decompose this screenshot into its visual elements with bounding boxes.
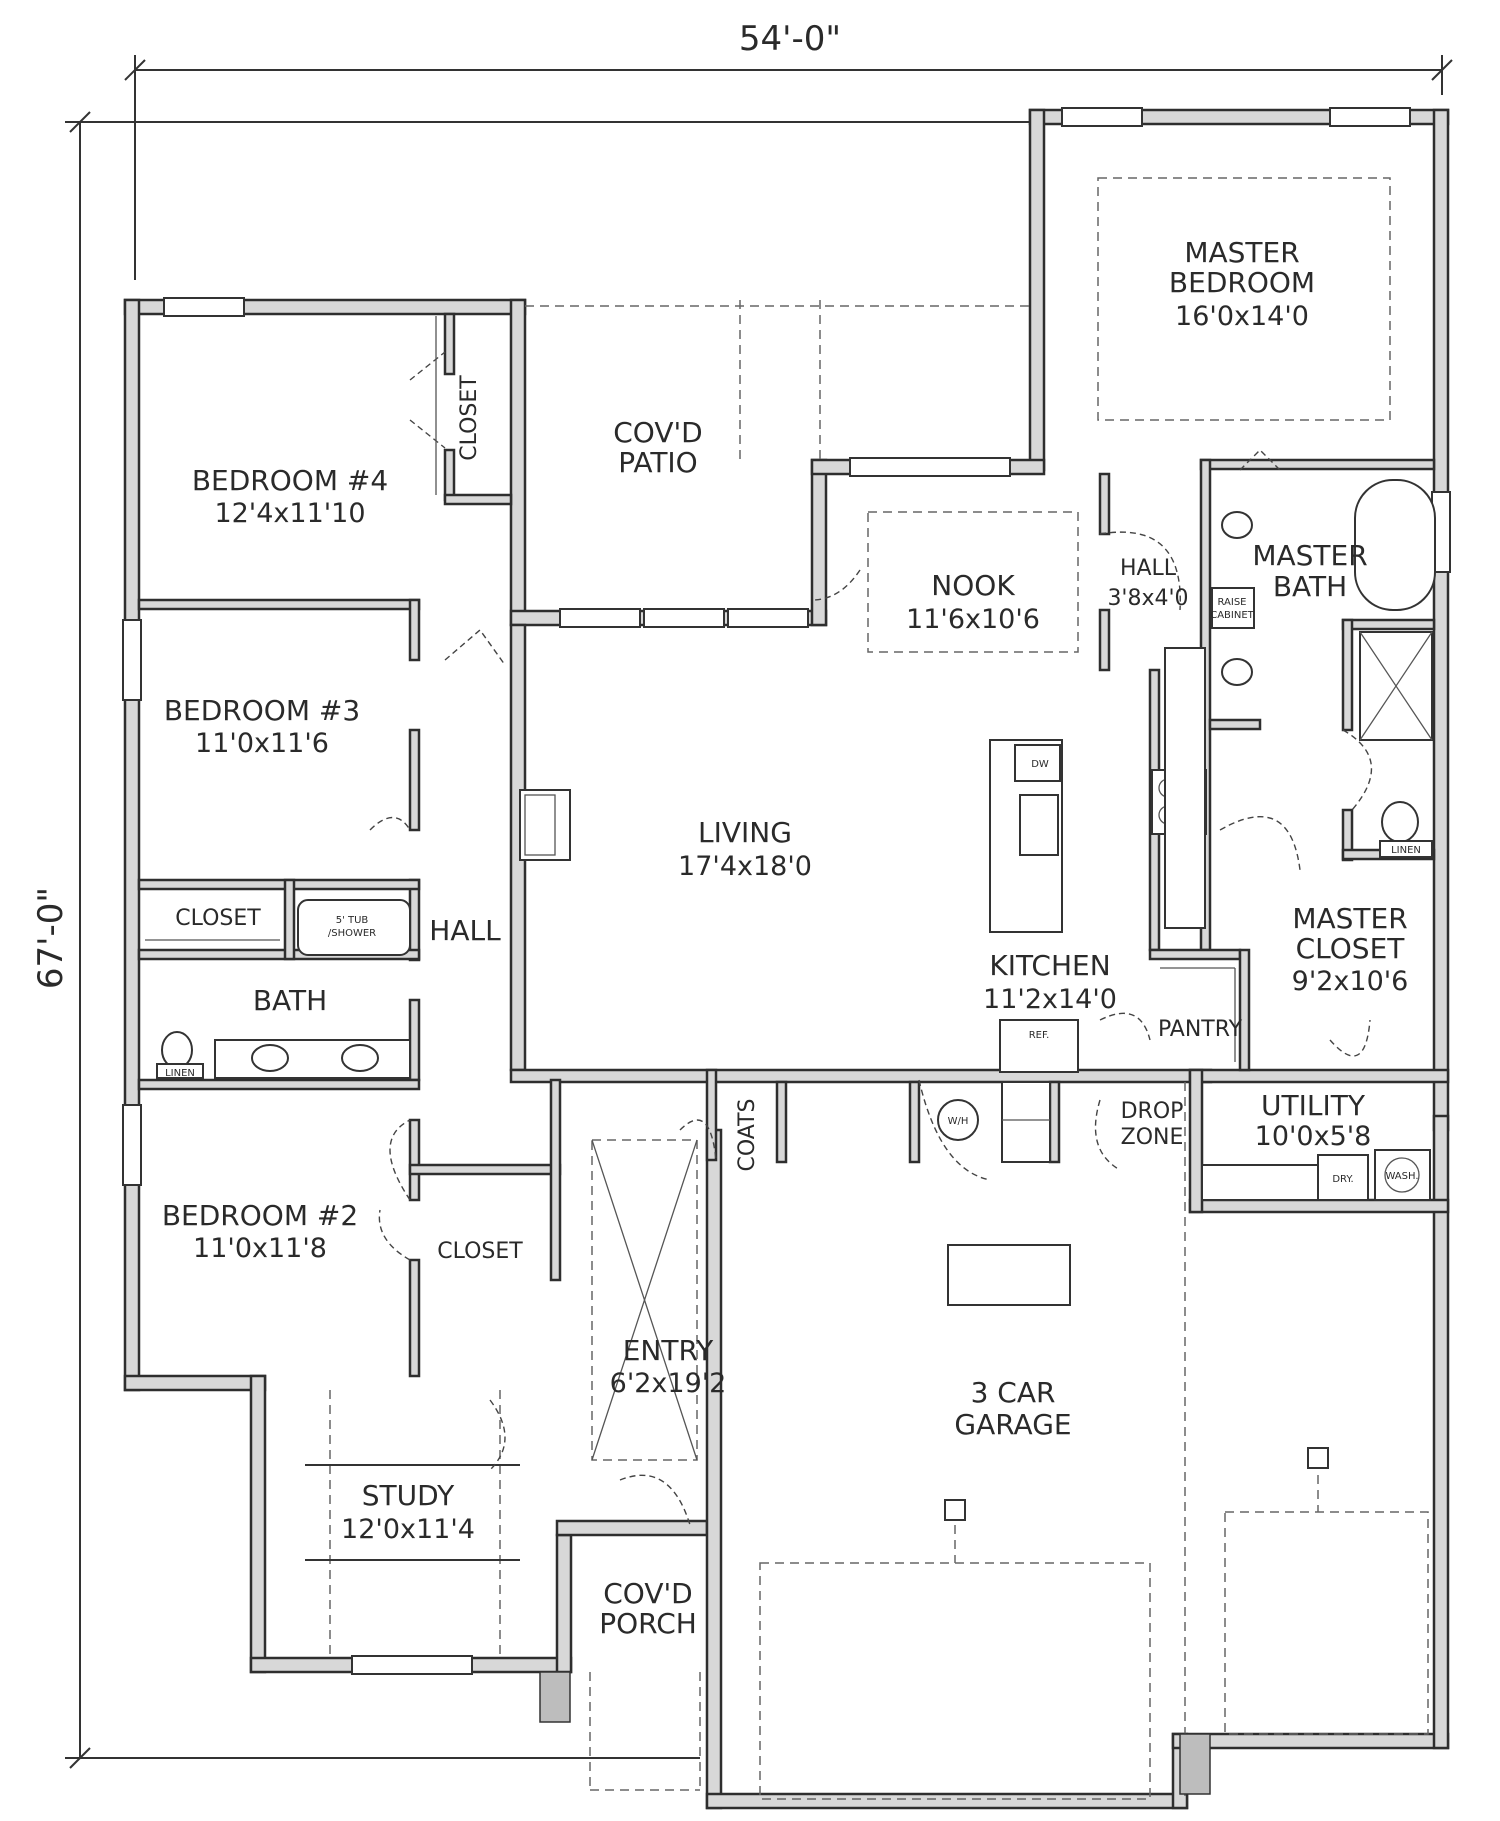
windows xyxy=(122,107,1451,1675)
patio-label-2: PATIO xyxy=(618,446,697,479)
bedroom2-size: 11'0x11'8 xyxy=(193,1233,327,1264)
washer-label: WASH. xyxy=(1385,1171,1418,1182)
width-dimension: 54'-0" xyxy=(739,19,841,59)
bedroom4-size: 12'4x11'10 xyxy=(214,498,365,529)
master-bedroom-label-2: BEDROOM xyxy=(1169,266,1315,299)
hall-master-size: 3'8x4'0 xyxy=(1107,586,1188,611)
dimension-lines xyxy=(65,55,1453,1769)
pantry-label: PANTRY xyxy=(1158,1017,1243,1042)
study-size: 12'0x11'4 xyxy=(341,1514,475,1545)
entry-size: 6'2x19'2 xyxy=(610,1368,727,1399)
bedroom2-label: BEDROOM #2 xyxy=(162,1199,358,1232)
bedroom3-label: BEDROOM #3 xyxy=(164,694,360,727)
tub-label-2: /SHOWER xyxy=(328,928,376,939)
tub-label-1: 5' TUB xyxy=(336,915,369,926)
master-bath-label-1: MASTER xyxy=(1252,539,1367,572)
bath-label: BATH xyxy=(253,984,327,1017)
depth-dimension: 67'-0" xyxy=(31,887,71,989)
porch-label-2: PORCH xyxy=(599,1607,697,1640)
entry-label: ENTRY xyxy=(623,1334,714,1367)
coats-label: COATS xyxy=(735,1098,760,1171)
covered-areas xyxy=(305,177,1429,1800)
nook-size: 11'6x10'6 xyxy=(906,604,1040,635)
kitchen-label: KITCHEN xyxy=(989,949,1110,982)
study-label: STUDY xyxy=(362,1479,455,1512)
raised-cabinet-label-1: RAISE xyxy=(1218,597,1247,608)
fixtures xyxy=(145,316,1436,1795)
living-label: LIVING xyxy=(698,816,792,849)
dishwasher-label: DW xyxy=(1031,759,1049,770)
nook-label: NOOK xyxy=(931,569,1015,602)
closet-bed4-label: CLOSET xyxy=(457,375,482,461)
closet-bed3-label: CLOSET xyxy=(175,906,261,931)
linen-master-label: LINEN xyxy=(1391,845,1421,856)
door-swings xyxy=(369,351,1373,1526)
master-bedroom-label-1: MASTER xyxy=(1184,236,1299,269)
garage-label-2: GARAGE xyxy=(954,1408,1071,1441)
raised-cabinet-label-2: CABINET xyxy=(1210,610,1254,621)
closet-bed2-label: CLOSET xyxy=(437,1239,523,1264)
living-size: 17'4x18'0 xyxy=(678,851,812,882)
bedroom4-label: BEDROOM #4 xyxy=(192,464,388,497)
garage-label-1: 3 CAR xyxy=(971,1376,1056,1409)
drop-zone-label-2: ZONE xyxy=(1121,1125,1184,1150)
master-closet-size: 9'2x10'6 xyxy=(1292,966,1409,997)
porch-label-1: COV'D xyxy=(603,1577,693,1610)
dryer-label: DRY. xyxy=(1332,1174,1353,1185)
bedroom3-size: 11'0x11'6 xyxy=(195,728,329,759)
patio-label-1: COV'D xyxy=(613,416,703,449)
linen-bath-label: LINEN xyxy=(165,1068,195,1079)
master-closet-label-2: CLOSET xyxy=(1296,932,1406,965)
kitchen-size: 11'2x14'0 xyxy=(983,984,1117,1015)
hall-label: HALL xyxy=(429,914,501,947)
hall-master-label: HALL xyxy=(1120,556,1177,581)
drop-zone-label-1: DROP xyxy=(1121,1099,1184,1124)
master-closet-label-1: MASTER xyxy=(1292,902,1407,935)
master-bedroom-size: 16'0x14'0 xyxy=(1175,301,1309,332)
utility-size: 10'0x5'8 xyxy=(1255,1121,1372,1152)
master-bath-label-2: BATH xyxy=(1273,570,1347,603)
refrigerator-label: REF. xyxy=(1029,1030,1050,1041)
water-heater-label: W/H xyxy=(948,1116,969,1127)
utility-label: UTILITY xyxy=(1261,1089,1366,1122)
